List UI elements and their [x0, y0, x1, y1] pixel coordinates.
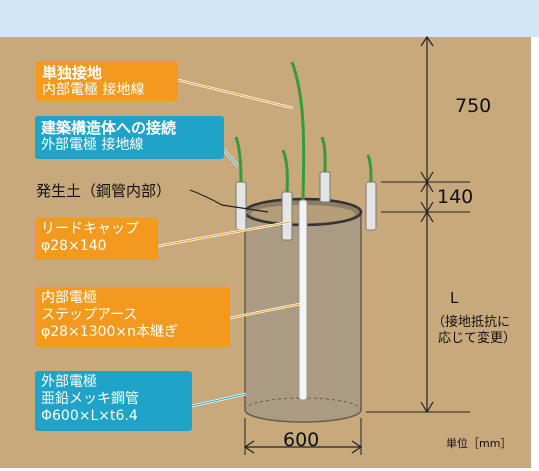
- dim-600: 600: [283, 429, 320, 451]
- lead-cap-2: [281, 191, 293, 241]
- label-outer-electrode: 外部電極 亜鉛メッキ鋼管 Φ600×L×t6.4: [35, 371, 192, 431]
- label-building-sub: 外部電極 接地線: [41, 137, 144, 153]
- lead-cap-1: [235, 181, 247, 231]
- wire-4: [366, 154, 373, 183]
- dim-750: 750: [455, 95, 492, 117]
- leader-spoil: [189, 189, 269, 213]
- inner-ground-wire: [290, 61, 306, 201]
- leader-lead-cap-core: [157, 221, 291, 247]
- sky-band: [0, 0, 539, 37]
- dim-width-arrow-left: [243, 440, 255, 454]
- label-single-ground-title: 単独接地: [42, 64, 103, 82]
- wire-2: [281, 149, 289, 193]
- label-inner-line3: φ28×1300×n本継ぎ: [41, 324, 179, 340]
- label-outer-line1: 外部電極: [41, 374, 97, 390]
- dim-width-arrow-right: [351, 440, 363, 454]
- leader-inner-core: [229, 303, 301, 319]
- label-building-title: 建築構造体への接続: [41, 119, 177, 137]
- lead-cap-3: [319, 171, 331, 203]
- leader-single-ground-core: [177, 79, 294, 109]
- label-inner-line1: 内部電極: [41, 290, 97, 306]
- right-border: [531, 37, 539, 471]
- label-building-connection: 建築構造体への接続 外部電極 接地線: [35, 116, 224, 159]
- dim-l-note-2: 応じて変更）: [438, 331, 517, 346]
- inner-electrode-rod: [298, 199, 308, 401]
- wire-1: [234, 136, 243, 183]
- label-inner-electrode: 内部電極 ステップアース φ28×1300×n本継ぎ: [35, 287, 230, 347]
- leader-building-core: [223, 149, 239, 167]
- label-outer-line2: 亜鉛メッキ鋼管: [41, 391, 139, 407]
- label-single-ground-sub: 内部電極 接地線: [42, 82, 145, 98]
- leader-outer-core: [191, 393, 247, 407]
- label-spoil: 発生土（鋼管内部）: [36, 182, 172, 200]
- dim-l: L: [450, 289, 459, 307]
- lead-cap-4: [365, 181, 377, 231]
- dim-140: 140: [437, 186, 474, 208]
- label-inner-line2: ステップアース: [41, 307, 138, 323]
- dim-l-note-1: （接地抵抗に: [432, 315, 511, 330]
- label-lead-cap-line2: φ28×140: [41, 238, 107, 254]
- dim-arrow-top: [420, 35, 434, 47]
- wire-3: [320, 136, 327, 173]
- unit-label: 単位［mm］: [446, 437, 512, 450]
- label-single-ground: 単独接地 内部電極 接地線: [36, 61, 178, 101]
- label-lead-cap: リードキャップ φ28×140: [35, 218, 158, 260]
- label-outer-line3: Φ600×L×t6.4: [41, 408, 138, 424]
- label-lead-cap-line1: リードキャップ: [41, 221, 139, 237]
